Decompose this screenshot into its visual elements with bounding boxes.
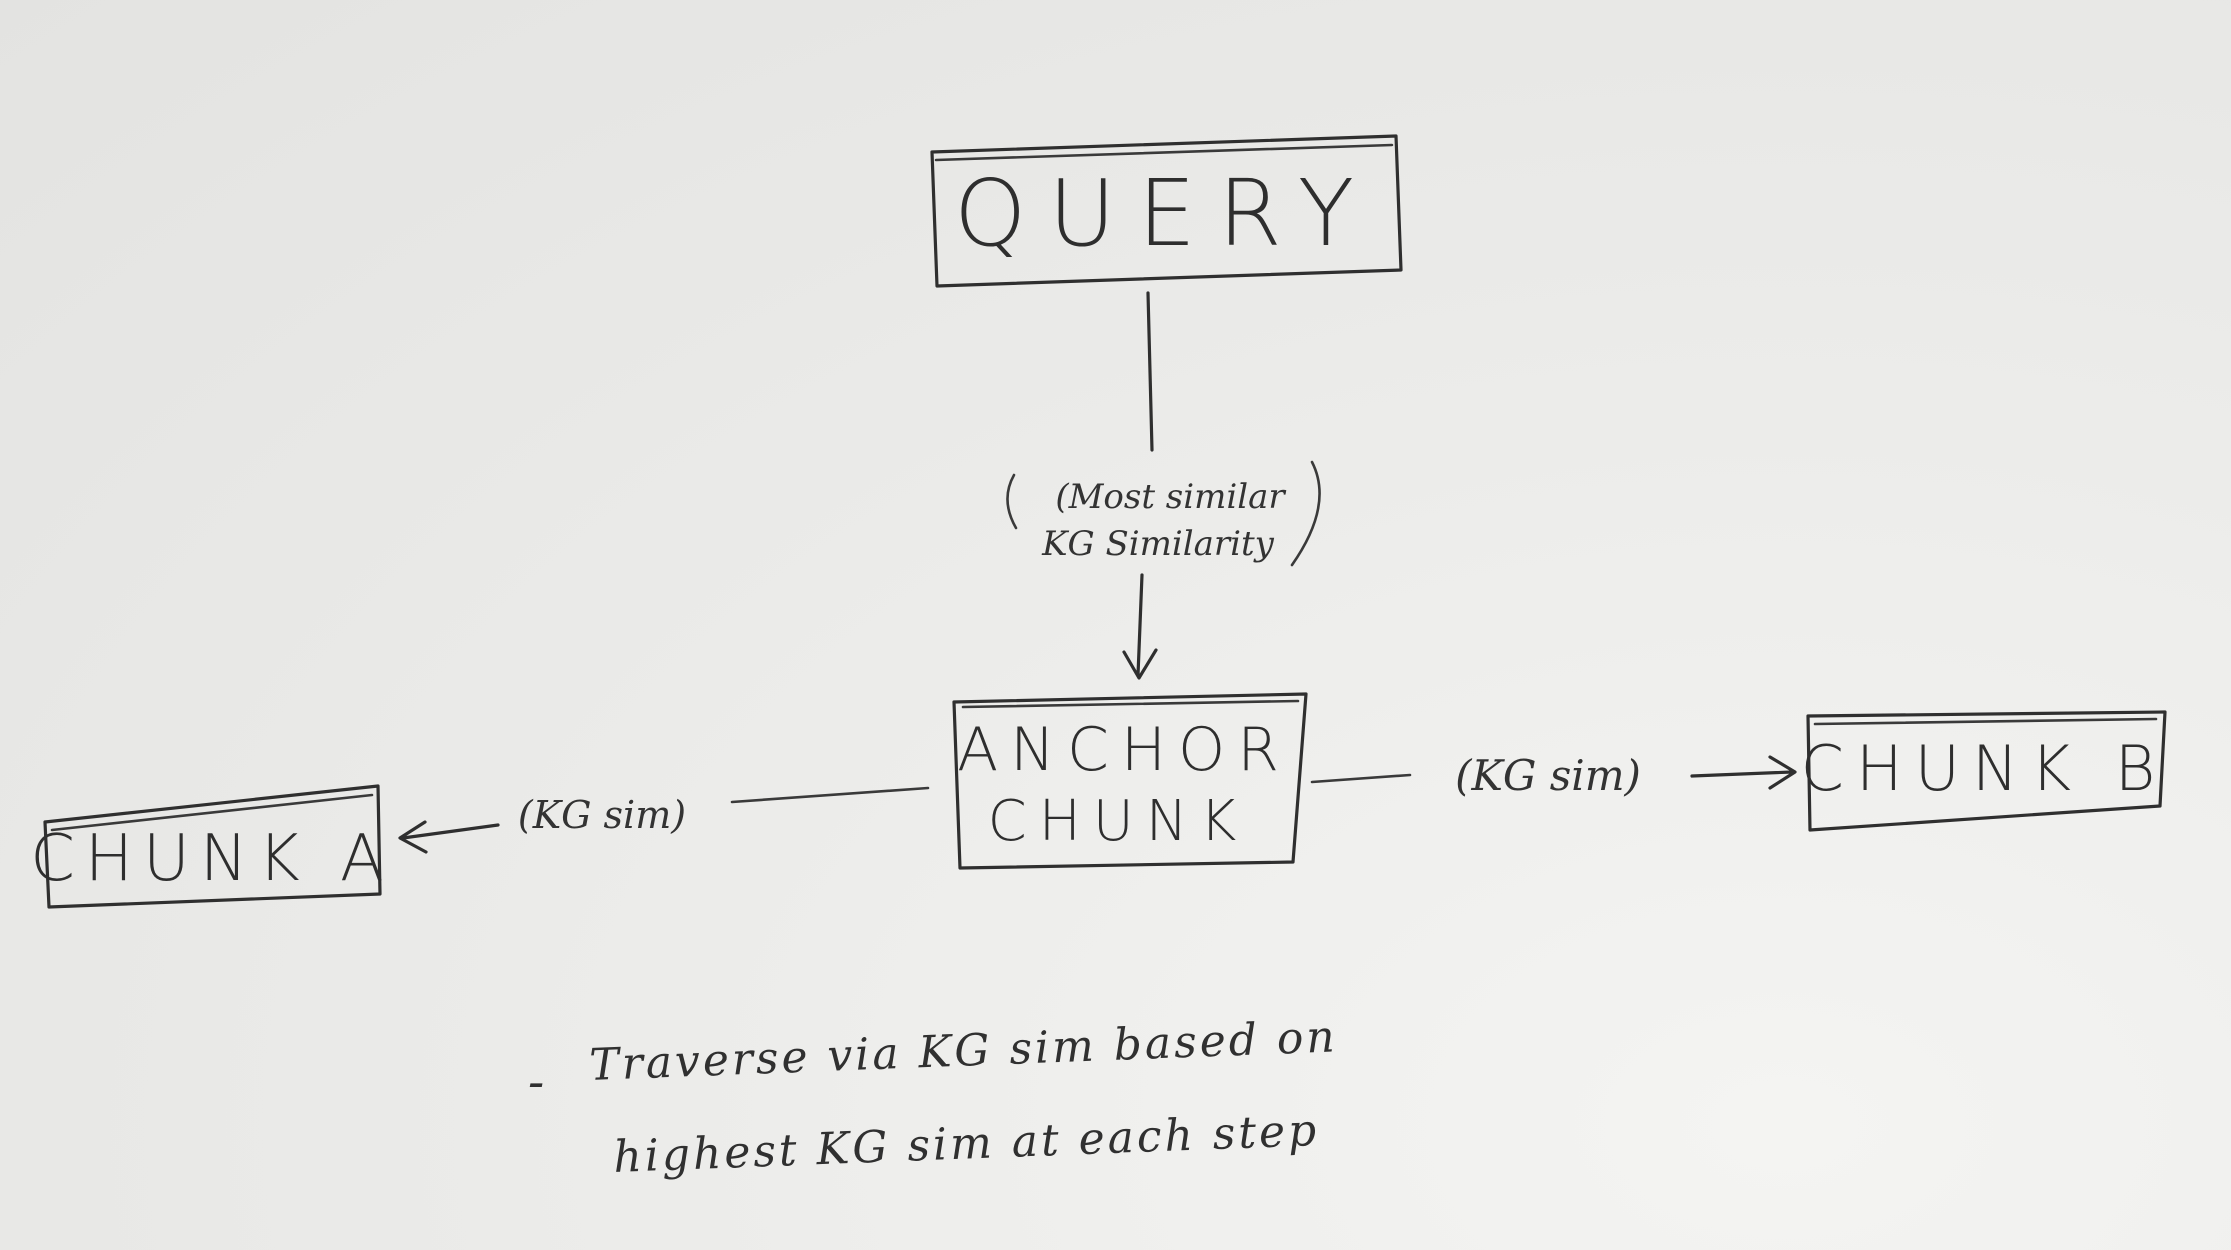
query-to-anchor-label-line1: (Most similar <box>1055 477 1286 517</box>
anchor-to-chunk-b-edge: (KG sim) <box>1310 751 1797 800</box>
traversal-note: - Traverse via KG sim based on highest K… <box>528 1011 1339 1183</box>
note-line-1: Traverse via KG sim based on <box>588 1011 1338 1091</box>
anchor-to-chunk-b-label: (KG sim) <box>1455 751 1641 800</box>
chunk-b-label: CHUNK B <box>1801 732 2168 805</box>
left-arrow-icon <box>398 820 500 854</box>
query-to-anchor-label-line2: KG Similarity <box>1041 524 1275 564</box>
anchor-chunk-label-line1: ANCHOR <box>957 715 1291 785</box>
anchor-to-chunk-a-edge: (KG sim) <box>398 786 930 854</box>
chunk-b-node: CHUNK B <box>1801 710 2168 832</box>
note-bullet: - <box>528 1054 544 1110</box>
query-node: QUERY <box>930 134 1403 288</box>
anchor-to-chunk-a-label: (KG sim) <box>518 793 686 837</box>
chunk-a-node: CHUNK A <box>30 784 394 909</box>
anchor-chunk-node: ANCHOR CHUNK <box>952 692 1308 870</box>
down-arrow-icon <box>1122 573 1158 680</box>
query-to-anchor-edge: (Most similar KG Similarity <box>1006 291 1321 680</box>
chunk-a-label: CHUNK A <box>30 822 394 896</box>
note-line-2: highest KG sim at each step <box>612 1105 1320 1183</box>
right-arrow-icon <box>1690 755 1797 790</box>
anchor-chunk-label-line2: CHUNK <box>988 789 1249 854</box>
query-label: QUERY <box>954 160 1376 267</box>
